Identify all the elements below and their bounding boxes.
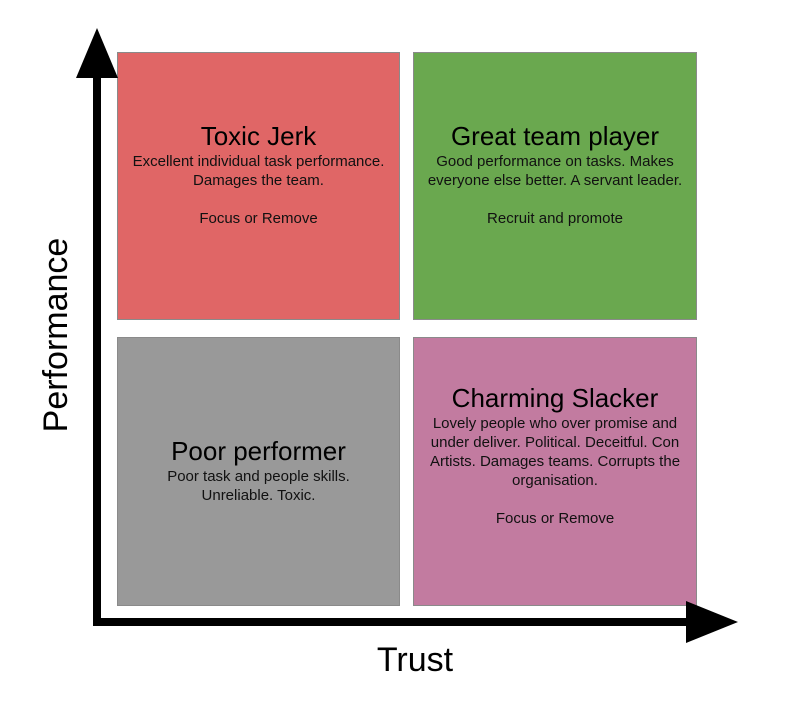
quadrant-title: Great team player [450, 121, 660, 151]
quadrant-action: Focus or Remove [495, 510, 615, 527]
quadrant-description: Excellent individual task performance. D… [132, 153, 385, 189]
quadrant-toxic-jerk: Toxic Jerk Excellent individual task per… [117, 52, 400, 320]
y-axis-label: Performance [37, 237, 75, 433]
quadrant-great-team-player: Great team player Good performance on ta… [413, 52, 697, 320]
quadrant-description: Good performance on tasks. Makes everyon… [427, 153, 683, 189]
quadrant-description: Lovely people who over promise and under… [429, 415, 681, 489]
quadrant-title: Toxic Jerk [200, 121, 317, 151]
x-axis-label: Trust [376, 641, 454, 679]
quadrant-description: Poor task and people skills. Unreliable.… [167, 468, 350, 504]
quadrant-charming-slacker: Charming Slacker Lovely people who over … [413, 337, 697, 606]
quadrant-action: Focus or Remove [199, 210, 318, 227]
quadrant-poor-performer: Poor performer Poor task and people skil… [117, 337, 400, 606]
quadrant-title: Poor performer [171, 436, 346, 466]
x-axis-arrowhead [686, 601, 738, 643]
quadrant-action: Recruit and promote [487, 210, 623, 227]
quadrant-title: Charming Slacker [451, 383, 659, 413]
y-axis-arrowhead [76, 28, 118, 78]
